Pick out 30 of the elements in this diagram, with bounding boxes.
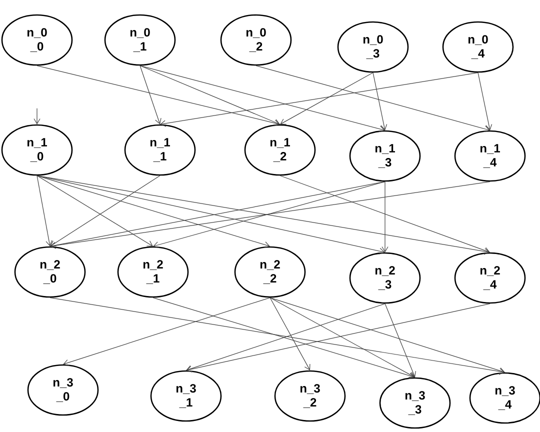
arrow [50, 175, 160, 246]
arrow [153, 181, 386, 248]
arrow [186, 303, 490, 372]
arrow [50, 181, 386, 249]
arrow [478, 72, 492, 130]
arrow [36, 175, 490, 255]
arrow [160, 72, 478, 127]
arrow [186, 303, 386, 372]
arrow [36, 175, 270, 248]
arrow [382, 181, 388, 252]
arrow [36, 65, 280, 126]
arrow [270, 297, 415, 378]
arrow [34, 108, 40, 124]
arrow [140, 65, 385, 132]
arrow [372, 72, 388, 130]
arrow [36, 175, 385, 254]
arrow [50, 181, 490, 249]
arrow [384, 303, 416, 378]
arrow [36, 175, 52, 246]
arrow [140, 65, 162, 124]
arrow [280, 72, 374, 125]
arrow [63, 297, 270, 366]
arrow [270, 297, 310, 370]
arrow [256, 65, 490, 132]
arrow [36, 175, 153, 246]
arrow [50, 297, 505, 375]
arrow [270, 297, 505, 374]
arrow [140, 65, 280, 126]
arrow [152, 297, 415, 379]
arrow [280, 175, 490, 254]
